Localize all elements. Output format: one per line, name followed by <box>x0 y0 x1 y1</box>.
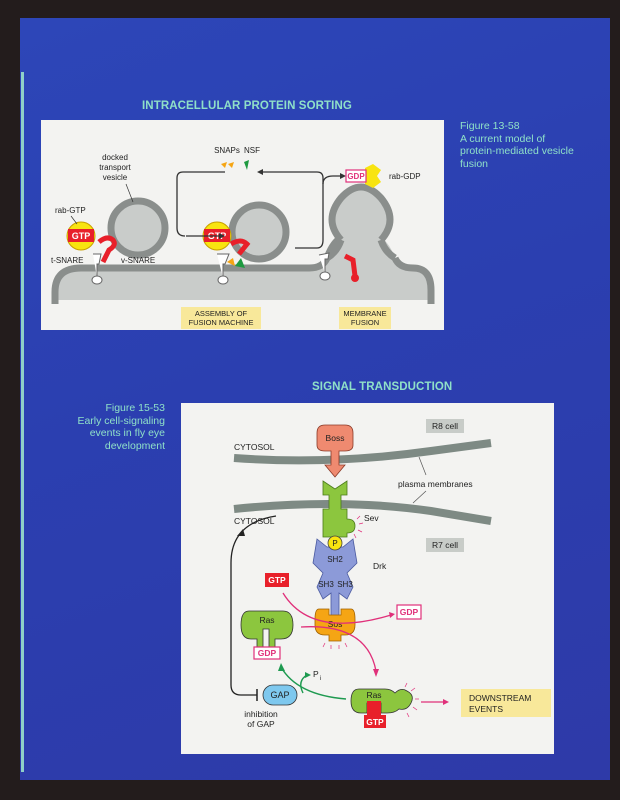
gap-hydrolysis-arrow <box>280 666 347 700</box>
page-edge <box>21 72 24 772</box>
gdp-badge <box>253 646 281 660</box>
assembly-label: FUSION MACHINE <box>188 318 253 327</box>
sh3-right-label: SH3 <box>337 580 353 589</box>
nsf-protein <box>235 258 245 268</box>
target-membrane-lumen <box>55 212 431 300</box>
gdp-badge <box>396 604 422 620</box>
t-snare-protein <box>318 252 330 274</box>
r7-cell-label: R7 cell <box>432 540 458 550</box>
drk-adaptor <box>312 538 358 622</box>
r7-cell-badge <box>426 538 464 552</box>
nsf-label: NSF <box>244 146 260 155</box>
assembly-label: ASSEMBLY OF <box>195 309 248 318</box>
snap-protein <box>227 258 235 266</box>
gap-protein <box>262 684 298 706</box>
pi-label: P <box>313 669 319 679</box>
ras-active-label: Ras <box>366 690 381 700</box>
ras-inactive-protein <box>240 610 294 648</box>
v-snare-protein <box>97 235 117 264</box>
gtp-badge <box>364 715 386 728</box>
inhibition-label: inhibition <box>244 709 278 719</box>
gtp-badge <box>265 573 289 587</box>
signal-transduction-diagram: R8 cell R7 cell CYTOSOL CYTOSOL plasma m… <box>181 403 554 754</box>
rab-gdp-label: rab-GDP <box>389 172 421 181</box>
section-heading-protein-sorting: INTRACELLULAR PROTEIN SORTING <box>142 100 352 112</box>
fusion-label: FUSION <box>351 318 379 327</box>
vesicle-fusion-diagram: GTP GTP SNAPs NSF G <box>41 120 444 330</box>
caption-line: protein-mediated vesicle <box>460 145 574 157</box>
r7-plasma-membrane <box>233 499 492 525</box>
boss-label: Boss <box>326 433 345 443</box>
r8-cell-label: R8 cell <box>432 421 458 431</box>
figure-caption-13-58: Figure 13-58 A current model of protein-… <box>460 120 610 170</box>
gdp-badge <box>345 169 367 183</box>
caption-figure-number: Figure 13-58 <box>460 120 520 132</box>
cycle-arrow <box>176 171 225 237</box>
fusion-label-box <box>339 307 391 329</box>
fusion-label: MEMBRANE <box>343 309 386 318</box>
docked-transport-vesicle <box>107 197 169 259</box>
assembly-label-box <box>181 307 261 329</box>
gap-label: GAP <box>270 690 289 700</box>
gtp-in-label: GTP <box>268 575 286 585</box>
t-snare-protein <box>217 253 230 278</box>
downstream-events-box <box>461 689 551 717</box>
caption-line: fusion <box>460 157 489 170</box>
v-snare-protein <box>343 253 358 277</box>
caption-line: development <box>104 439 165 452</box>
gdp-label: GDP <box>347 172 365 181</box>
v-snare-label: v-SNARE <box>121 256 155 265</box>
caption-figure-number: Figure 15-53 <box>105 402 165 414</box>
downstream-label: EVENTS <box>469 704 503 714</box>
snaps-icon <box>221 162 227 168</box>
phosphate-label: P <box>332 539 337 548</box>
vesicle-label: docked <box>102 153 128 162</box>
activation-arrow <box>300 626 377 672</box>
sos-protein <box>314 608 356 642</box>
vesicle-label: vesicle <box>103 173 128 182</box>
figure-caption-15-53: Figure 15-53 Early cell-signaling events… <box>40 402 165 452</box>
ras-gtp-label: GTP <box>366 717 384 727</box>
boss-protein <box>316 424 354 478</box>
t-snare-label: t-SNARE <box>51 256 83 265</box>
inhibition-label: of GAP <box>247 719 275 729</box>
cytosol-label-top: CYTOSOL <box>234 442 275 452</box>
downstream-label: DOWNSTREAM <box>469 693 531 703</box>
section-heading-signal-transduction: SIGNAL TRANSDUCTION <box>312 381 453 393</box>
ras-active-protein <box>350 688 413 714</box>
caption-line: Early cell-signaling <box>77 414 165 427</box>
fused-vesicle <box>328 183 394 243</box>
activation-rays <box>322 642 348 649</box>
sev-label: Sev <box>364 513 379 523</box>
phosphate-icon <box>327 535 343 551</box>
vesicle-label: transport <box>99 163 131 172</box>
ras-gdp-label: GDP <box>258 648 277 658</box>
activation-rays <box>404 682 419 718</box>
activation-rays <box>353 515 364 539</box>
pi-subscript: i <box>320 676 321 682</box>
nsf-icon <box>244 160 249 170</box>
rab-gtp-label: rab-GTP <box>55 206 86 215</box>
plasma-membranes-label: plasma membranes <box>398 479 473 489</box>
rab-gdp-protein <box>365 164 381 188</box>
sh3-left-label: SH3 <box>318 580 334 589</box>
gtp-label: GTP <box>72 231 91 241</box>
caption-line: A current model of <box>460 132 546 145</box>
sos-label: Sos <box>328 619 343 629</box>
gdp-out-label: GDP <box>400 607 419 617</box>
t-snare-protein <box>93 253 102 278</box>
caption-line: events in fly eye <box>89 427 165 439</box>
r8-cell-badge <box>426 419 464 433</box>
snaps-label: SNAPs <box>214 146 240 155</box>
ras-inactive-label: Ras <box>259 615 274 625</box>
inhibition-line <box>230 515 277 696</box>
sh2-label: SH2 <box>327 555 343 564</box>
gtp-badge <box>68 229 94 242</box>
sev-receptor <box>322 480 356 538</box>
cytosol-label-bottom: CYTOSOL <box>234 516 275 526</box>
v-snare-protein <box>229 238 251 256</box>
cycle-arrow <box>263 171 324 249</box>
exchange-arrow <box>282 592 392 624</box>
drk-label: Drk <box>373 561 387 571</box>
